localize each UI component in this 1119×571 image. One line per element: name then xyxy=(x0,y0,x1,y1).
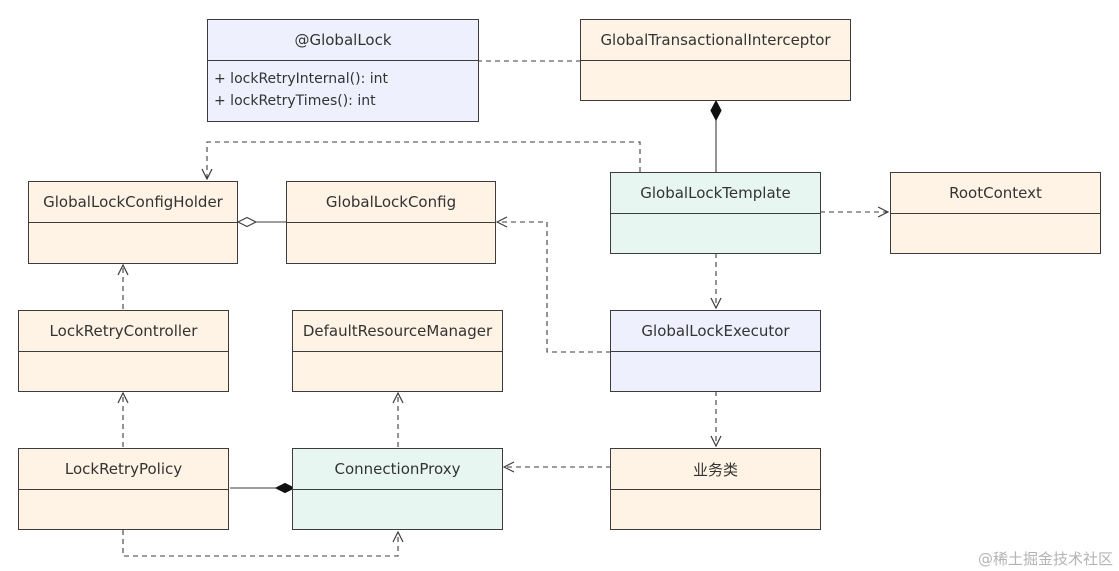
class-name: RootContext xyxy=(891,173,1100,214)
class-name: GlobalTransactionalInterceptor xyxy=(581,20,850,61)
class-lock-retry-controller[interactable]: LockRetryController xyxy=(18,310,229,392)
class-name: @GlobalLock xyxy=(208,20,478,61)
class-name: LockRetryController xyxy=(19,311,228,352)
class-global-lock-template[interactable]: GlobalLockTemplate xyxy=(610,172,821,254)
class-global-transactional-interceptor[interactable]: GlobalTransactionalInterceptor xyxy=(580,19,851,101)
aggregation-diamond-holder xyxy=(236,216,258,228)
class-global-lock-config-holder[interactable]: GlobalLockConfigHolder xyxy=(28,181,238,264)
watermark: @稀土掘金技术社区 xyxy=(977,550,1113,568)
class-default-resource-manager[interactable]: DefaultResourceManager xyxy=(292,310,503,392)
edge-policy-to-proxy-dependency xyxy=(122,530,398,557)
class-root-context[interactable]: RootContext xyxy=(890,172,1101,254)
class-global-lock-config[interactable]: GlobalLockConfig xyxy=(286,181,496,264)
class-name: ConnectionProxy xyxy=(293,449,502,490)
class-business[interactable]: 业务类 xyxy=(610,448,821,530)
class-global-lock-executor[interactable]: GlobalLockExecutor xyxy=(610,310,821,392)
class-name: GlobalLockConfigHolder xyxy=(29,182,237,223)
member-lock-retry-internal: + lockRetryInternal(): int xyxy=(214,71,388,87)
class-connection-proxy[interactable]: ConnectionProxy xyxy=(292,448,503,530)
edge-executor-to-config xyxy=(497,222,611,353)
class-name: LockRetryPolicy xyxy=(19,449,228,490)
class-name: 业务类 xyxy=(611,449,820,490)
class-name: DefaultResourceManager xyxy=(293,311,502,352)
class-name: GlobalLockTemplate xyxy=(611,173,820,214)
class-name: GlobalLockConfig xyxy=(287,182,495,223)
class-global-lock[interactable]: @GlobalLock + lockRetryInternal(): int +… xyxy=(207,19,479,122)
member-lock-retry-times: + lockRetryTimes(): int xyxy=(214,93,376,109)
class-name: GlobalLockExecutor xyxy=(611,311,820,352)
class-lock-retry-policy[interactable]: LockRetryPolicy xyxy=(18,448,229,530)
composition-diamond-interceptor xyxy=(710,99,722,122)
edge-template-to-configholder xyxy=(207,141,641,179)
member-list: + lockRetryInternal(): int + lockRetryTi… xyxy=(214,68,474,112)
